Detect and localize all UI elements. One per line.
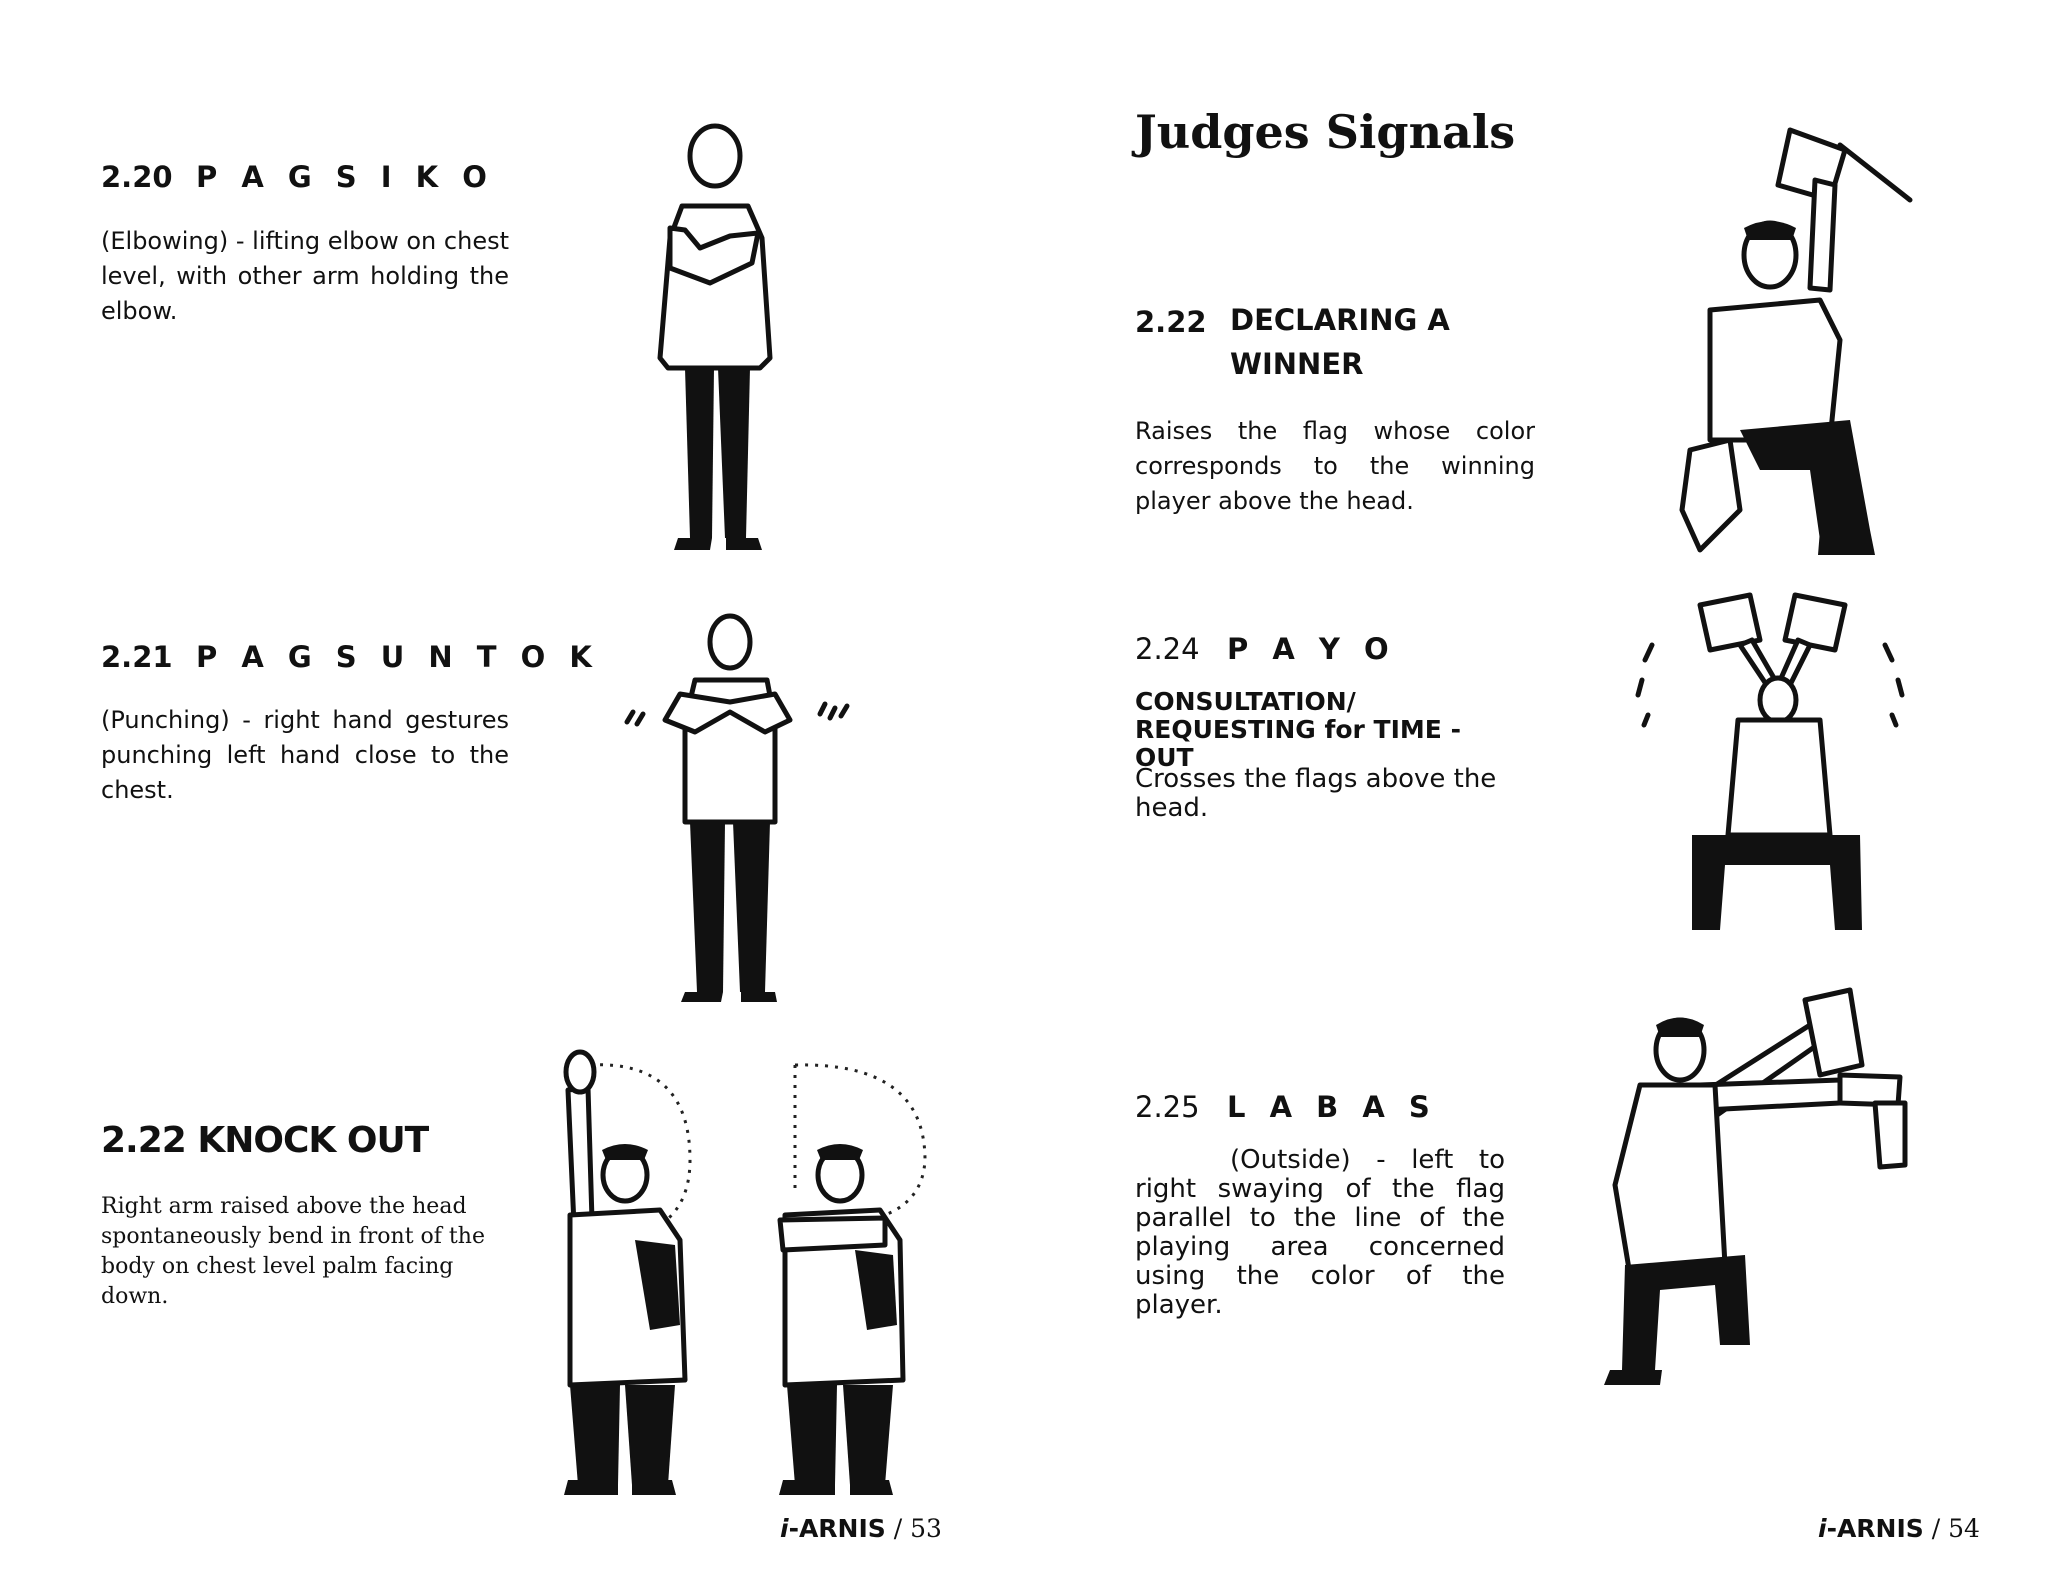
section-2-22-knock-out-text: Right arm raised above the head spontane… xyxy=(101,1194,485,1309)
footer-brand-name: -ARNIS xyxy=(1826,1514,1924,1543)
section-heading: 2.21 P A G S U N T O K xyxy=(101,640,599,674)
footer-page-number: 53 xyxy=(910,1514,942,1543)
footer-separator: / xyxy=(1931,1514,1941,1543)
section-2-22-knock-out-heading: 2.22 KNOCK OUT xyxy=(101,1120,429,1161)
section-2-24: 2.24 P A Y O xyxy=(1135,632,1396,666)
section-heading: 2.22 DECLARING A WINNER xyxy=(1135,303,1555,386)
section-title: P A Y O xyxy=(1227,632,1396,666)
section-title: L A B A S xyxy=(1227,1090,1437,1124)
standing-referee-punching-illustration xyxy=(624,613,850,1002)
referee-arm-raised-illustration xyxy=(563,1049,692,1495)
section-heading: 2.24 P A Y O xyxy=(1135,632,1396,666)
footer-page-53: i-ARNIS / 53 xyxy=(780,1514,942,1543)
footer-brand-prefix: i xyxy=(780,1514,789,1543)
section-2-25-text: (Outside) - left to right swaying of the… xyxy=(1135,1145,1505,1320)
section-title: DECLARING A WINNER xyxy=(1230,303,1450,381)
judges-signals-title: Judges Signals xyxy=(1135,105,1516,159)
section-2-24-subtitle: CONSULTATION/ REQUESTING for TIME - OUT xyxy=(1135,687,1461,772)
section-number: 2.21 xyxy=(101,640,173,674)
section-heading: 2.20 P A G S I K O xyxy=(101,160,494,194)
section-2-24-text: Crosses the flags above the head. xyxy=(1135,764,1497,823)
footer-page-54: i-ARNIS / 54 xyxy=(1818,1514,1980,1543)
section-heading: 2.25 L A B A S xyxy=(1135,1090,1437,1124)
section-title: P A G S U N T O K xyxy=(196,640,599,674)
section-title: P A G S I K O xyxy=(196,160,494,194)
section-2-25: 2.25 L A B A S xyxy=(1135,1090,1437,1124)
section-number: 2.20 xyxy=(101,160,173,194)
footer-brand-name: -ARNIS xyxy=(788,1514,886,1543)
section-2-20: 2.20 P A G S I K O xyxy=(101,160,494,194)
section-number: 2.25 xyxy=(1135,1090,1200,1124)
section-number: 2.22 xyxy=(1135,305,1207,339)
footer-page-number: 54 xyxy=(1948,1514,1980,1543)
section-2-21-text: (Punching) - right hand gestures punchin… xyxy=(101,706,509,804)
footer-brand: i-ARNIS xyxy=(780,1514,886,1543)
seated-judge-swaying-flag-illustration xyxy=(1604,987,1908,1385)
section-2-20-text: (Elbowing) - lifting elbow on chest leve… xyxy=(101,227,509,325)
section-2-22-winner-text: Raises the flag whose color corresponds … xyxy=(1135,417,1535,515)
section-2-22-declaring-winner: 2.22 DECLARING A WINNER xyxy=(1135,303,1555,386)
standing-referee-elbowing-illustration xyxy=(657,123,773,550)
section-number: 2.24 xyxy=(1135,632,1200,666)
seated-judge-raising-flag-illustration xyxy=(1679,127,1913,555)
footer-separator: / xyxy=(893,1514,903,1543)
footer-brand-prefix: i xyxy=(1818,1514,1827,1543)
seated-judge-crossed-flags-illustration xyxy=(1635,592,1905,930)
footer-brand: i-ARNIS xyxy=(1818,1514,1924,1543)
referee-arm-bent-illustration xyxy=(777,1063,927,1495)
section-2-21: 2.21 P A G S U N T O K xyxy=(101,640,599,674)
